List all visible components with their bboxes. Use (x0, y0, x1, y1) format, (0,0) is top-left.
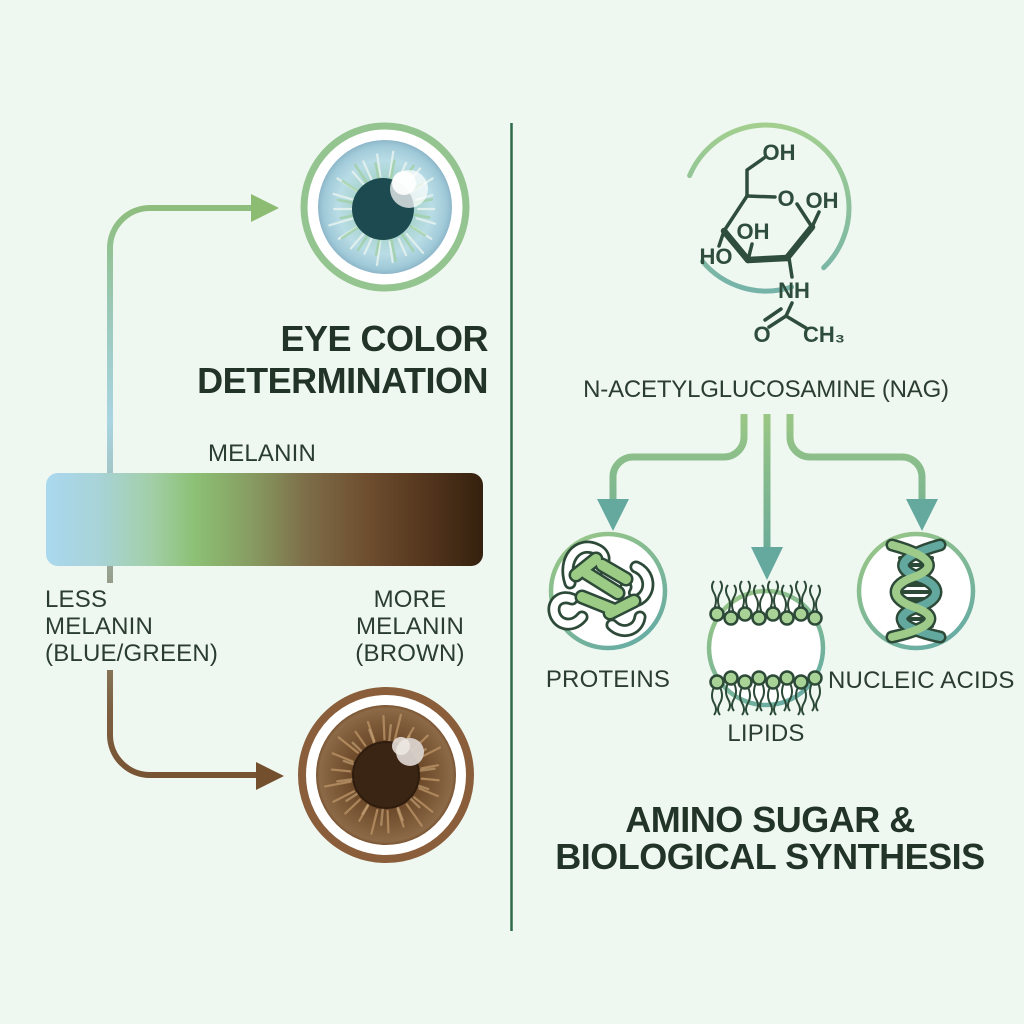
atom-oh-top: OH (763, 140, 796, 165)
brown-eye-illustration (298, 687, 474, 863)
right-title-line2: BIOLOGICAL SYNTHESIS (555, 836, 985, 877)
arrowhead-to-blue-eye (251, 194, 279, 222)
nag-atom-labels: OH O OH OH HO NH O CH₃ (700, 140, 845, 347)
nucleic-acids-icon (856, 531, 976, 651)
branch-arrowheads (597, 499, 938, 580)
atom-oh-middle: OH (737, 219, 770, 244)
arrow-to-proteins (609, 414, 748, 501)
nag-molecule-structure (717, 156, 821, 330)
molecule-accent-arc (687, 122, 852, 294)
arrowhead-to-brown-eye (256, 762, 284, 790)
proteins-icon (547, 531, 668, 651)
lipids-label: LIPIDS (727, 720, 805, 747)
lipids-icon (706, 580, 826, 716)
more-melanin-label: MORE MELANIN (BROWN) (355, 586, 465, 667)
atom-nh: NH (778, 278, 810, 303)
branch-arrows (609, 414, 926, 549)
proteins-label: PROTEINS (545, 666, 671, 693)
right-panel-title: AMINO SUGAR & BIOLOGICAL SYNTHESIS (510, 801, 1024, 875)
atom-ring-o: O (777, 186, 794, 211)
less-melanin-label: LESS MELANIN (BLUE/GREEN) (43, 583, 218, 670)
atom-oh-right: OH (806, 188, 839, 213)
melanin-scale-label: MELANIN (207, 440, 317, 467)
left-title-line1: EYE COLOR (280, 318, 488, 359)
nucleic-acids-label: NUCLEIC ACIDS (828, 667, 1015, 694)
melanin-gradient-bar (46, 473, 483, 566)
blue-green-eye-illustration (300, 122, 470, 292)
atom-methyl: CH₃ (803, 322, 845, 347)
left-title-line2: DETERMINATION (197, 360, 488, 401)
arrow-to-nucleic-acids (786, 414, 926, 501)
atom-ho-left: HO (700, 244, 733, 269)
atom-carbonyl-o: O (753, 322, 770, 347)
molecule-name-label: N-ACETYLGLUCOSAMINE (NAG) (583, 376, 949, 403)
left-panel-title: EYE COLOR DETERMINATION (197, 318, 488, 402)
right-title-line1: AMINO SUGAR & (625, 799, 915, 840)
